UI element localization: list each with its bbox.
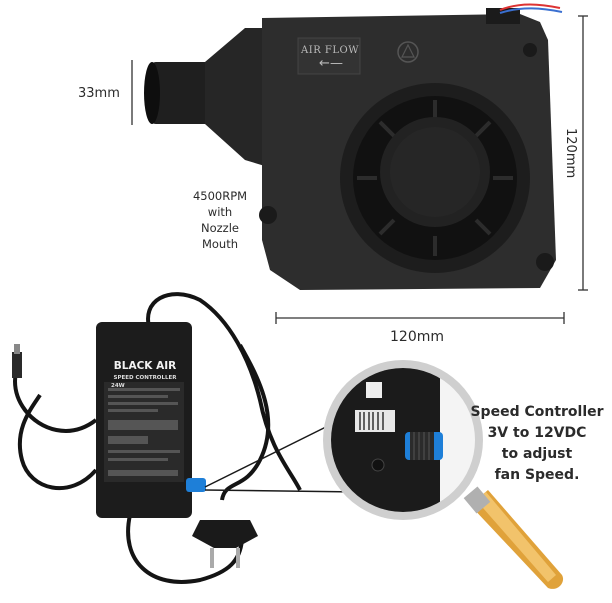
plug-pin xyxy=(210,548,214,568)
callout-line-text: to adjust xyxy=(501,446,573,462)
mount-hole xyxy=(259,206,277,224)
wire-connector xyxy=(486,8,520,24)
nozzle-funnel xyxy=(205,28,278,170)
width-dimension-label: 120mm xyxy=(390,329,444,345)
callout-line-text: fan Speed. xyxy=(494,467,580,483)
callout-line xyxy=(204,419,341,488)
red-wire xyxy=(499,3,561,11)
magnifier-collar xyxy=(463,486,491,514)
speed-controller-callout: Speed Controller 3V to 12VDC to adjust f… xyxy=(462,402,612,486)
nozzle-tube xyxy=(150,62,212,124)
height-dimension-label: 120mm xyxy=(563,128,578,179)
zoomed-label xyxy=(355,410,395,432)
airflow-label: AIR FLOW xyxy=(301,45,359,56)
ac-plug xyxy=(192,520,258,548)
mount-hole xyxy=(523,43,537,57)
speed-caption-line: with xyxy=(207,205,233,219)
adapter-brand: BLACK AIR xyxy=(113,360,177,372)
airflow-arrow-icon: ←— xyxy=(319,56,343,71)
speed-knob xyxy=(186,478,206,492)
speed-caption-line: 4500RPM xyxy=(192,189,248,203)
blower-fan xyxy=(144,3,563,290)
nozzle-mouth xyxy=(144,62,160,124)
callout-line-text: Speed Controller xyxy=(470,404,604,420)
spec-label xyxy=(104,382,184,482)
plug-pin xyxy=(236,548,240,568)
speed-controller-adapter xyxy=(12,292,302,584)
nozzle-dimension-label: 33mm xyxy=(78,86,120,101)
dc-cable xyxy=(13,359,98,490)
speed-caption-line: Mouth xyxy=(201,237,239,251)
mount-hole xyxy=(536,253,554,271)
dimension-lines xyxy=(131,15,588,324)
zoomed-port xyxy=(371,458,385,472)
speed-caption-line: Nozzle xyxy=(201,221,239,235)
callout-line-text: 3V to 12VDC xyxy=(487,425,587,441)
speed-caption: 4500RPM with Nozzle Mouth xyxy=(180,188,260,252)
adapter-power: 24W xyxy=(111,383,125,389)
airflow-plate xyxy=(297,37,361,75)
adapter-model: SPEED CONTROLLER xyxy=(113,375,177,381)
recycle-icon xyxy=(397,41,419,63)
dc-plug xyxy=(12,352,22,378)
magnifier xyxy=(323,360,564,589)
blue-wire xyxy=(499,7,563,14)
impeller-blades xyxy=(357,100,513,256)
callout-line xyxy=(204,489,361,493)
